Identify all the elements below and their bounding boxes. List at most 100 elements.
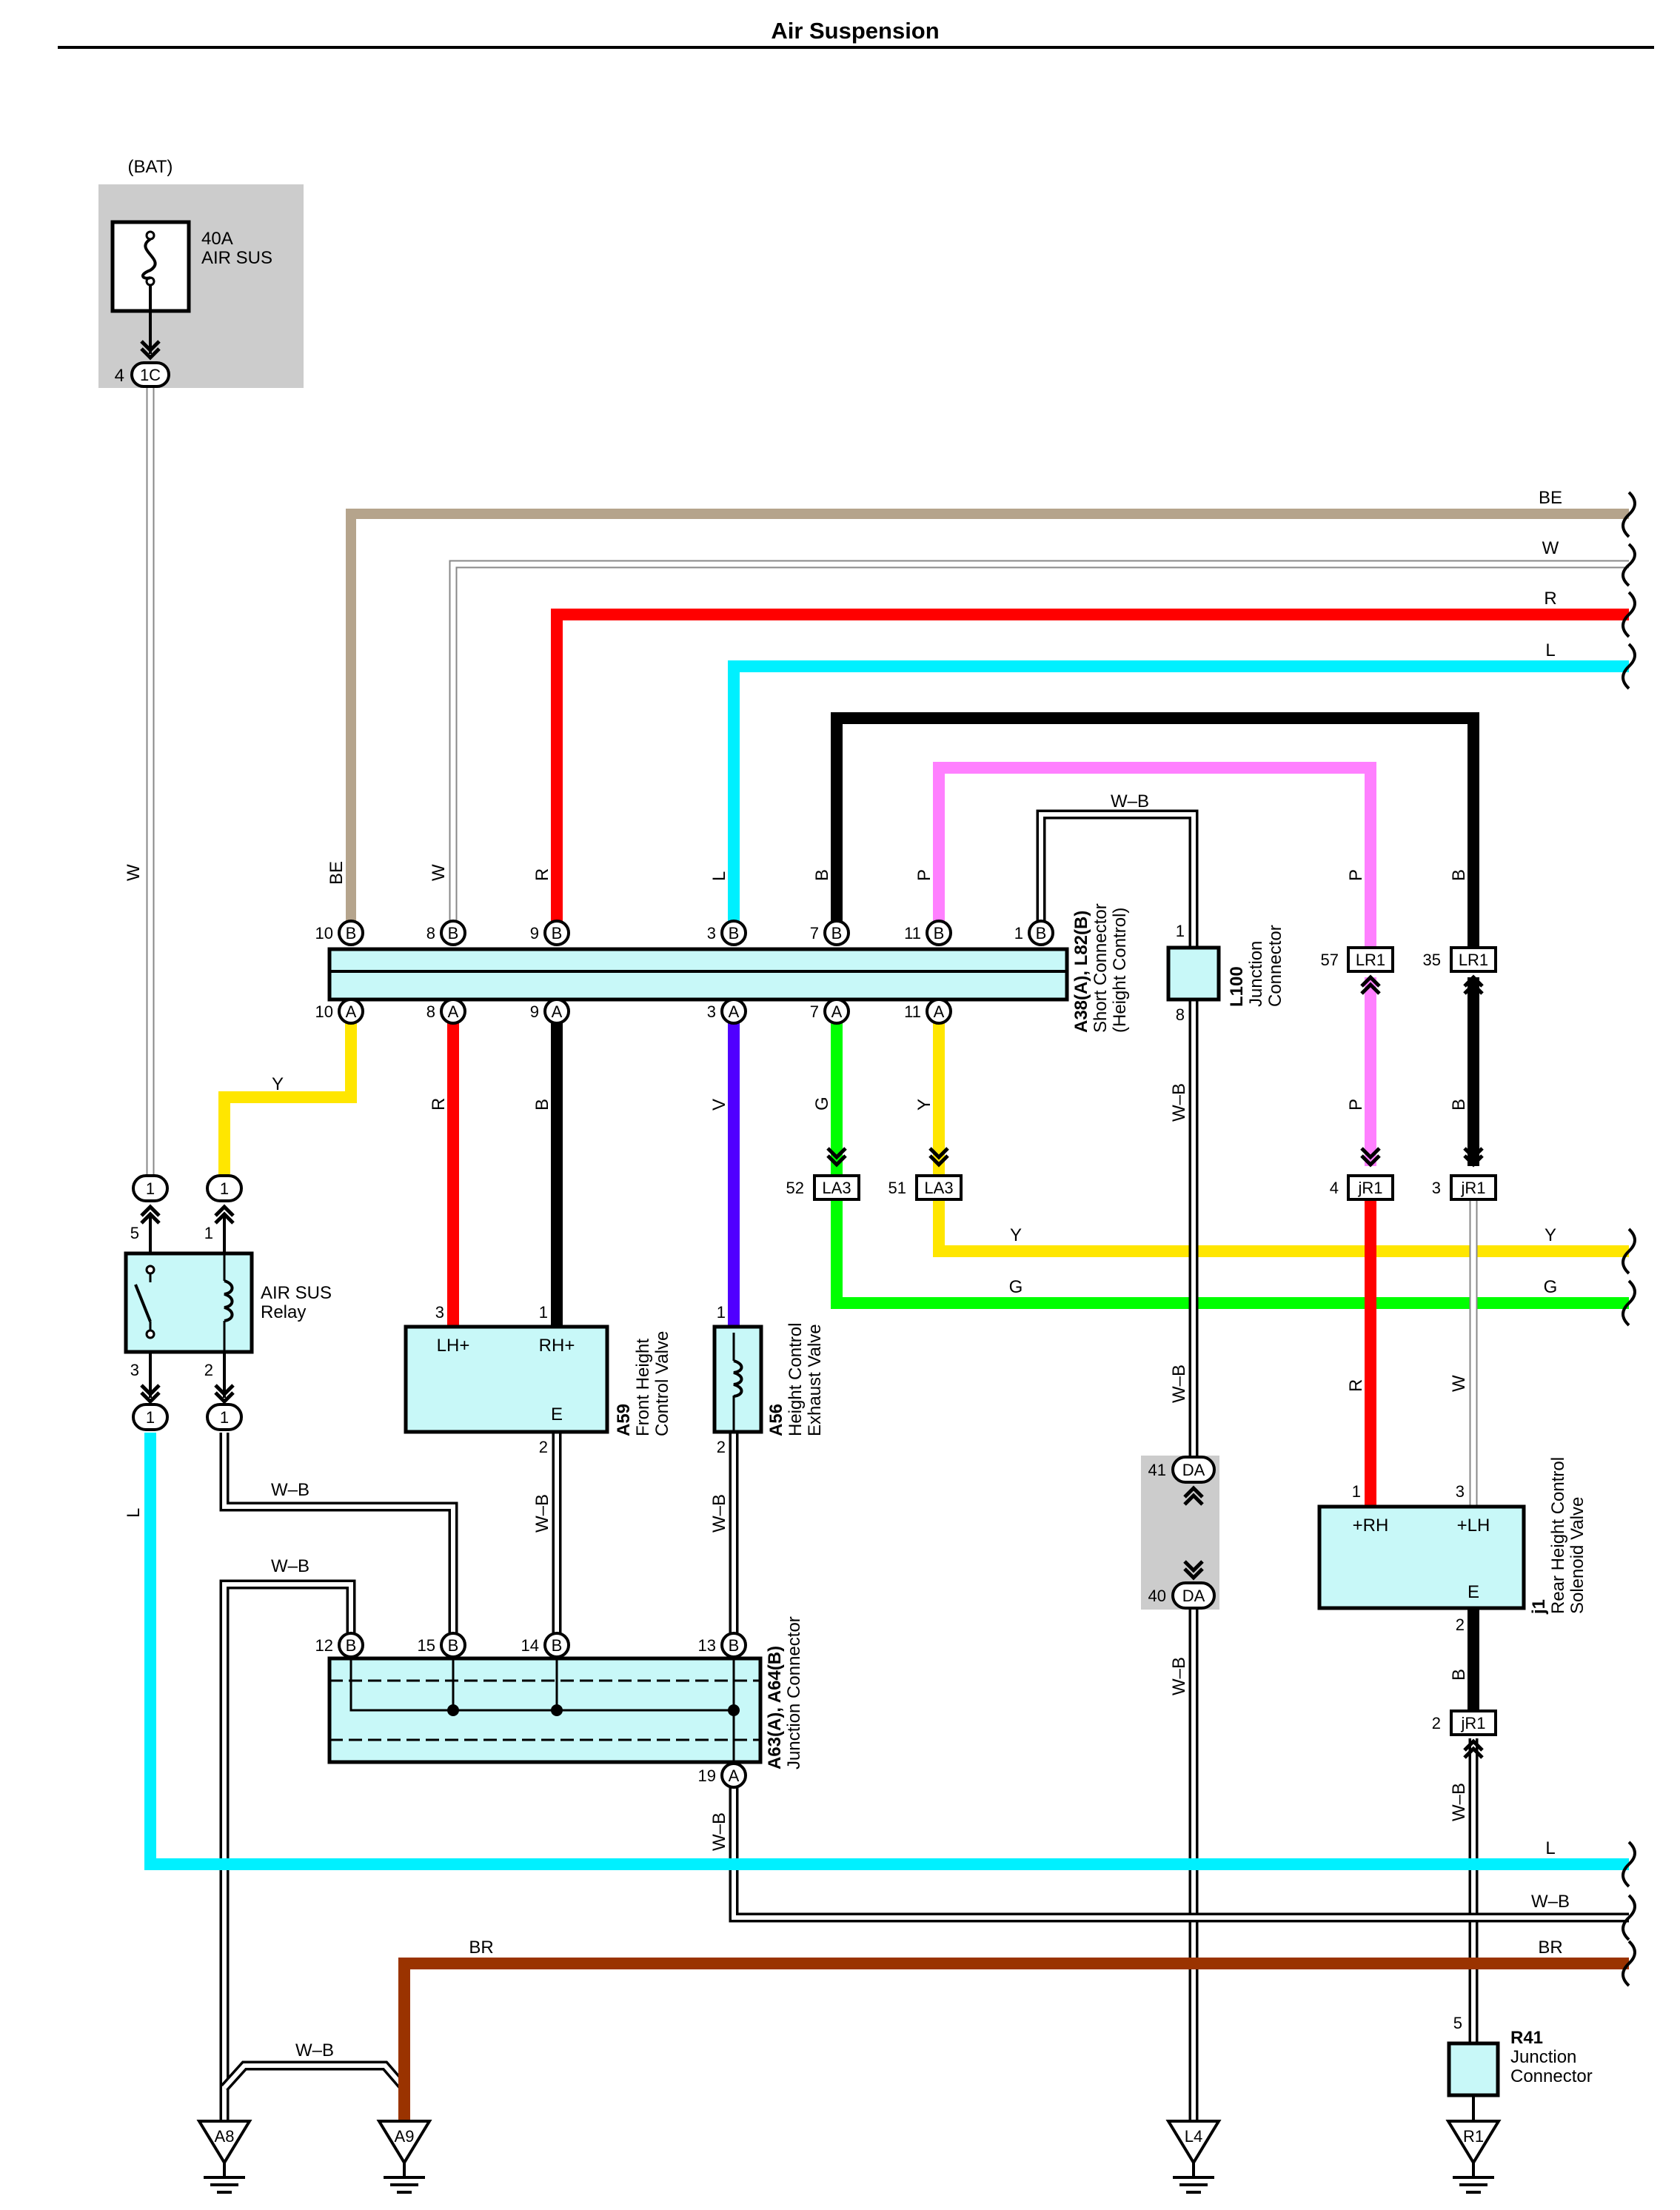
svg-text:G: G <box>1544 1277 1558 1297</box>
wire-l-upper <box>728 660 1629 933</box>
svg-text:10: 10 <box>315 924 333 942</box>
svg-text:2: 2 <box>717 1438 726 1456</box>
svg-text:3: 3 <box>707 1002 716 1021</box>
svg-text:LH+: LH+ <box>437 1336 470 1356</box>
svg-text:B: B <box>1449 1099 1469 1111</box>
svg-text:Junction Connector: Junction Connector <box>784 1616 804 1769</box>
svg-text:BE: BE <box>327 861 347 885</box>
svg-text:Front Height: Front Height <box>633 1339 653 1436</box>
svg-text:R: R <box>1544 589 1556 609</box>
short-connector-pin-a3: A3 <box>707 998 747 1025</box>
svg-text:G: G <box>812 1096 832 1111</box>
short-connector-pin-a7: A7 <box>810 998 850 1025</box>
svg-text:1: 1 <box>1352 1482 1361 1501</box>
svg-text:G: G <box>1009 1277 1023 1297</box>
svg-text:Junction: Junction <box>1246 941 1266 1007</box>
svg-text:1: 1 <box>146 1179 155 1198</box>
svg-text:LR1: LR1 <box>1459 951 1488 969</box>
svg-text:Y: Y <box>1545 1225 1556 1245</box>
svg-text:B: B <box>831 924 843 942</box>
svg-text:L4: L4 <box>1185 2127 1202 2146</box>
svg-text:12: 12 <box>315 1636 333 1655</box>
svg-text:W–B: W–B <box>1169 1083 1189 1122</box>
short-connector-pin-b7: B7 <box>810 920 850 946</box>
svg-text:3: 3 <box>435 1303 444 1322</box>
short-connector-pin-a8: A8 <box>426 998 466 1025</box>
short-connector-pin-b11: B11 <box>904 920 952 946</box>
svg-text:B: B <box>812 869 832 881</box>
svg-text:Junction: Junction <box>1510 2047 1576 2067</box>
svg-text:W–B: W–B <box>1169 1364 1189 1403</box>
svg-text:B: B <box>346 924 357 942</box>
svg-text:Control Valve: Control Valve <box>652 1331 672 1436</box>
svg-text:1C: 1C <box>140 366 161 384</box>
svg-text:W–B: W–B <box>295 2040 334 2060</box>
svg-text:B: B <box>532 1099 552 1111</box>
svg-text:B: B <box>1449 1669 1469 1681</box>
svg-text:Y: Y <box>272 1074 284 1094</box>
short-connector-pin-a10: A 10 <box>315 998 364 1025</box>
wire-wb-short <box>1039 812 1196 948</box>
wire-l-lower <box>144 1433 1629 1870</box>
svg-text:B: B <box>1036 924 1047 942</box>
svg-text:Rear Height Control: Rear Height Control <box>1548 1457 1568 1614</box>
svg-text:B: B <box>729 924 740 942</box>
short-connector-pin-b8: B8 <box>426 920 466 946</box>
svg-text:1: 1 <box>220 1179 229 1198</box>
svg-text:9: 9 <box>530 1002 539 1021</box>
svg-text:1: 1 <box>717 1303 726 1322</box>
svg-text:13: 13 <box>698 1636 716 1655</box>
svg-text:A: A <box>552 1002 563 1021</box>
svg-text:40A: 40A <box>201 229 233 249</box>
svg-text:L: L <box>1545 640 1555 660</box>
svg-text:A: A <box>729 1767 740 1785</box>
svg-text:B: B <box>552 924 563 942</box>
svg-text:LA3: LA3 <box>924 1179 953 1197</box>
svg-text:52: 52 <box>786 1179 804 1197</box>
svg-text:L: L <box>1545 1838 1555 1858</box>
ground-points: A8 A9 L4 R1 <box>198 2120 1500 2194</box>
svg-text:11: 11 <box>904 924 921 942</box>
svg-text:+RH: +RH <box>1353 1516 1389 1536</box>
svg-text:A: A <box>346 1002 357 1021</box>
svg-text:B: B <box>729 1636 740 1655</box>
svg-text:R1: R1 <box>1463 2127 1484 2146</box>
svg-text:E: E <box>1468 1582 1479 1602</box>
wires <box>144 385 1629 2121</box>
svg-text:R41: R41 <box>1510 2028 1543 2048</box>
svg-text:W–B: W–B <box>271 1480 309 1500</box>
svg-text:2: 2 <box>1432 1714 1441 1732</box>
svg-text:Height Control: Height Control <box>786 1323 806 1436</box>
svg-text:3: 3 <box>130 1361 139 1379</box>
svg-text:W: W <box>1449 1375 1469 1392</box>
svg-text:W: W <box>124 864 144 881</box>
svg-text:P: P <box>1346 1099 1366 1111</box>
svg-text:W: W <box>1542 538 1559 558</box>
svg-text:11: 11 <box>904 1002 921 1021</box>
svg-text:19: 19 <box>698 1767 716 1785</box>
a63-pin-a19: A 19 <box>698 1762 747 1789</box>
svg-text:1: 1 <box>146 1408 155 1427</box>
svg-text:E: E <box>551 1404 563 1424</box>
a63-pin-b15: B15 <box>418 1632 466 1658</box>
svg-text:W–B: W–B <box>1449 1783 1469 1821</box>
wire-y-right <box>933 1022 1629 1257</box>
svg-text:2: 2 <box>204 1361 213 1379</box>
svg-text:W–B: W–B <box>1169 1657 1189 1695</box>
svg-text:V: V <box>709 1099 729 1111</box>
svg-text:Exhaust Valve: Exhaust Valve <box>805 1324 825 1436</box>
svg-text:B: B <box>1449 869 1469 881</box>
short-connector-pin-b3: B3 <box>707 920 747 946</box>
svg-text:10: 10 <box>315 1002 333 1021</box>
svg-text:57: 57 <box>1321 951 1339 969</box>
svg-text:(Height Control): (Height Control) <box>1110 908 1130 1033</box>
svg-text:BR: BR <box>469 1938 493 1958</box>
svg-text:A: A <box>729 1002 740 1021</box>
svg-text:W–B: W–B <box>709 1812 729 1851</box>
svg-text:1: 1 <box>220 1408 229 1427</box>
svg-text:1: 1 <box>1014 924 1023 942</box>
svg-text:AIR SUS: AIR SUS <box>201 248 272 268</box>
svg-text:jR1: jR1 <box>1357 1179 1382 1197</box>
junction-connector-l100: 1 8 L100 Junction Connector <box>1166 922 1285 1024</box>
fuse-air-sus: (BAT) 40A AIR SUS 4 1C <box>110 157 272 388</box>
